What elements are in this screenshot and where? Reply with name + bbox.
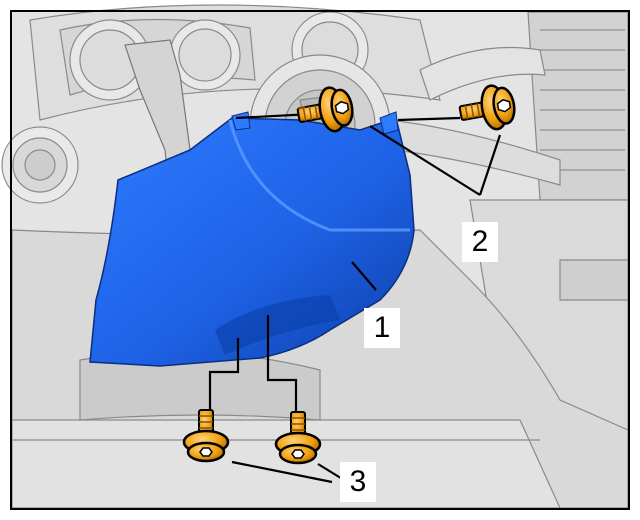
- callout-label-1: 1: [364, 308, 400, 348]
- callout-label-3: 3: [340, 462, 376, 502]
- leader-line-3d: [317, 463, 345, 481]
- leader-lines: [208, 112, 502, 484]
- screw-upper-left: [296, 86, 354, 133]
- figure-border: [10, 10, 630, 510]
- steering-column-trim: [89, 111, 415, 367]
- leader-line-3c: [231, 460, 333, 484]
- leader-line-3b: [266, 315, 298, 416]
- leader-line-1: [351, 261, 377, 291]
- screw-upper-right: [458, 84, 516, 131]
- leader-line-3a: [208, 338, 240, 412]
- screw-lower-left: [182, 409, 230, 463]
- leader-line-2b: [369, 125, 481, 196]
- callout-label-2: 2: [462, 222, 498, 262]
- leader-line-2c: [397, 116, 461, 122]
- leader-line-2d: [478, 134, 502, 196]
- screw-lower-right: [274, 411, 322, 465]
